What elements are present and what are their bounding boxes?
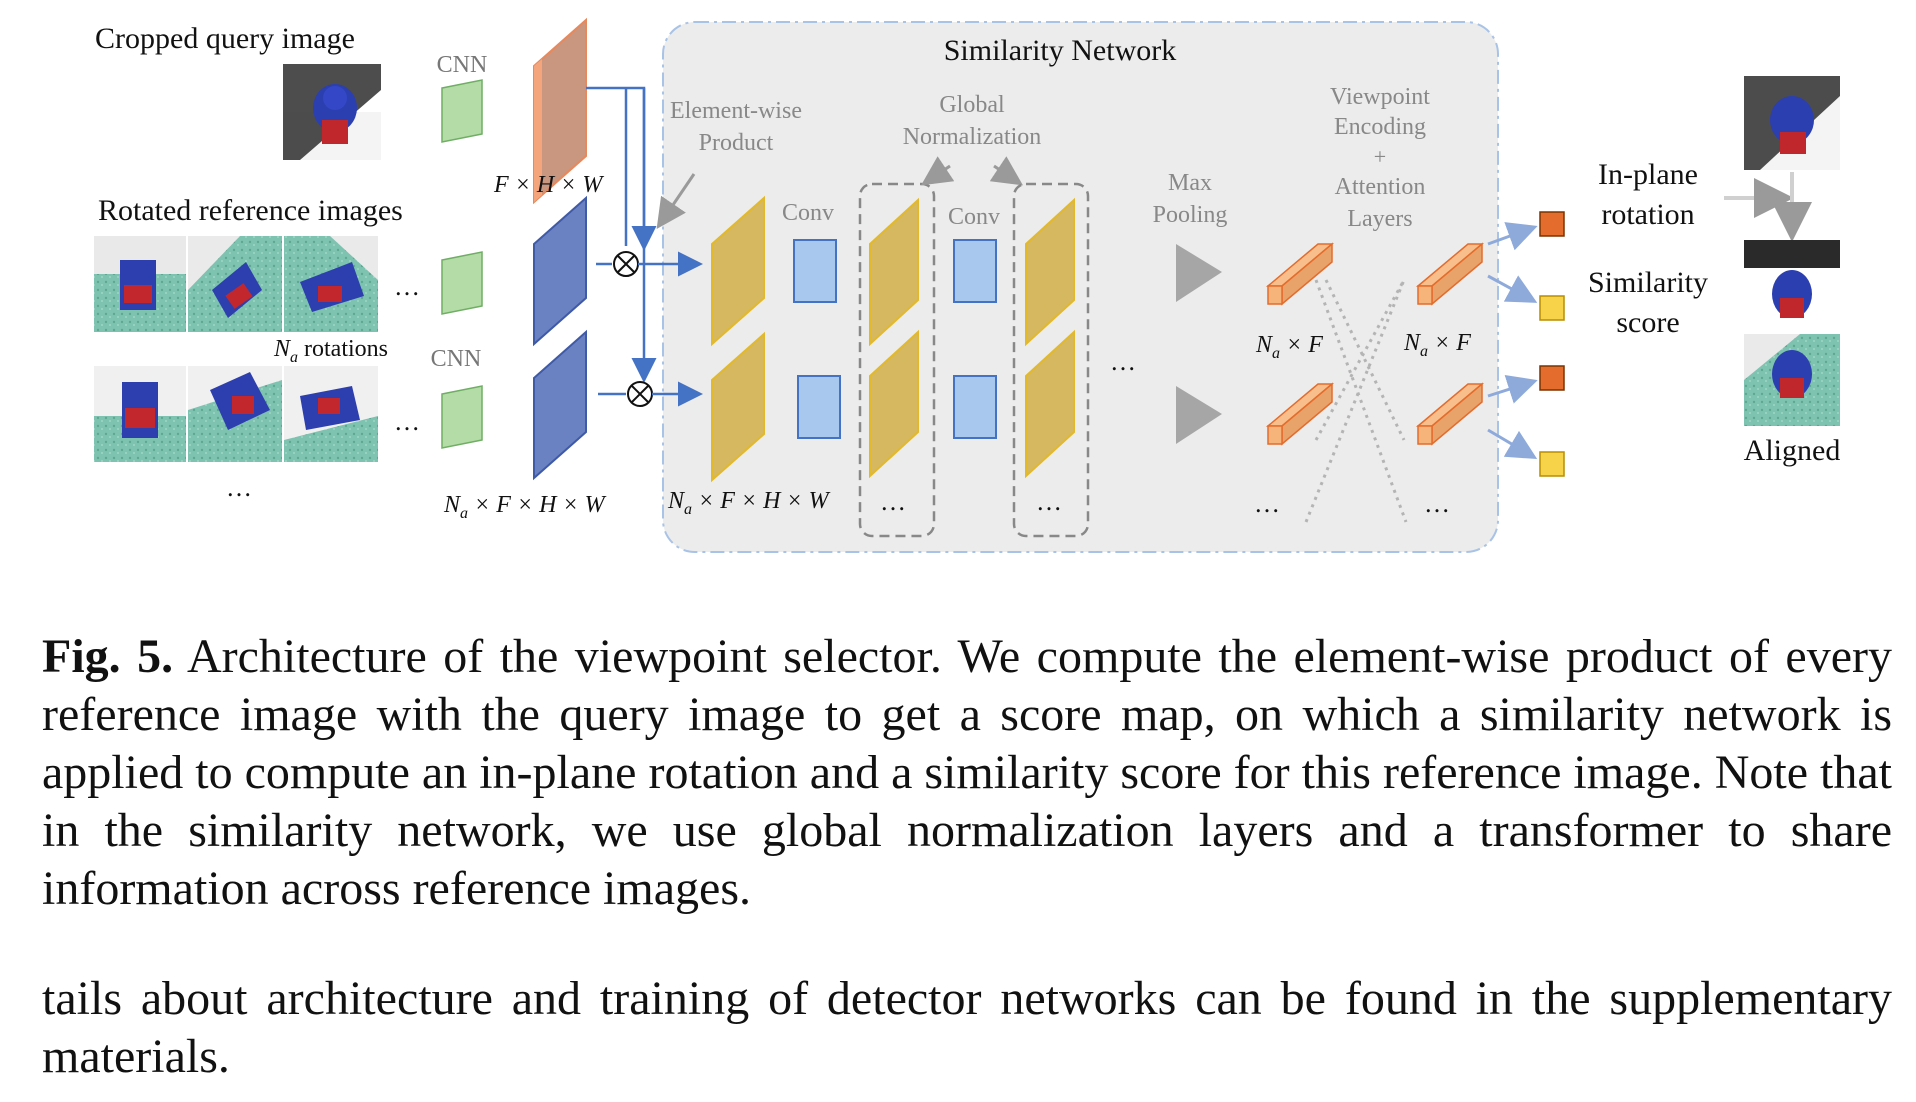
rotation-output-2 (1539, 365, 1565, 391)
output-arrow-2 (1487, 274, 1538, 303)
viewpoint-selector-diagram: Similarity Network Cropped query image C… (94, 17, 1841, 553)
figure-caption: Fig. 5. Architecture of the viewpoint se… (42, 628, 1892, 918)
reference-images-row2 (94, 366, 378, 462)
rotation-output-1 (1539, 211, 1565, 237)
ellipsis-vec-1: … (1254, 489, 1280, 518)
query-image-right (1744, 76, 1840, 170)
similarity-network-title: Similarity Network (944, 34, 1176, 67)
output-arrow-3 (1487, 374, 1538, 404)
conv-block-1a (793, 239, 837, 303)
attention-connections (1304, 279, 1408, 523)
reference-feature-block-1 (533, 195, 587, 347)
product-op-1 (613, 251, 639, 277)
reference-feature-dim: Na × F × H × W (443, 492, 607, 522)
ellipsis-norm-1: … (880, 487, 906, 516)
elementwise-label-1: Element-wise (670, 98, 802, 124)
ellipsis-after-norm: … (1110, 347, 1136, 376)
conv-block-2b (953, 375, 997, 439)
globalnorm-arrow-right (989, 156, 1023, 186)
cnn-encoder-mid (441, 251, 483, 315)
n-rotations-label: Na rotations (273, 336, 388, 366)
globalnorm-label-1: Global (939, 92, 1005, 118)
query-feature-dim: F × H × W (493, 172, 604, 198)
simscore-label-2: score (1616, 306, 1679, 339)
ellipsis-norm-2: … (1036, 487, 1062, 516)
score-map-block-1 (711, 195, 765, 347)
norm-block-1b (869, 329, 919, 479)
rotated-reference-title: Rotated reference images (98, 194, 403, 227)
aligned-label: Aligned (1744, 434, 1841, 467)
attended-vector-1 (1415, 242, 1485, 306)
globalnorm-label-2: Normalization (903, 124, 1042, 150)
simscore-label-1: Similarity (1588, 266, 1708, 299)
body-paragraph: tails about architecture and training of… (42, 972, 1892, 1083)
elementwise-pointer (656, 173, 696, 229)
pooled-vector-1 (1265, 242, 1335, 306)
conv-block-2a (953, 239, 997, 303)
maxpool-label-2: Pooling (1153, 202, 1228, 228)
inplane-label-2: rotation (1601, 198, 1694, 231)
conv-label-1: Conv (782, 200, 834, 226)
maxpool-op-2 (1176, 386, 1222, 444)
query-feature-block (533, 17, 587, 205)
vp-label-1: Viewpoint (1330, 84, 1430, 110)
product-op-2 (627, 381, 653, 407)
conv-label-2: Conv (948, 204, 1000, 230)
pooled-vector-2 (1265, 382, 1335, 446)
cnn-label-top: CNN (437, 52, 488, 78)
query-image (283, 64, 381, 160)
conv-block-1b (797, 375, 841, 439)
na-f-label-1: Na × F (1255, 332, 1323, 362)
vp-label-3: + (1374, 144, 1386, 169)
inner-feature-dim: Na × F × H × W (667, 488, 831, 518)
query-broadcast-arrows (586, 86, 657, 396)
global-norm-group-1 (858, 182, 936, 538)
ellipsis-row3: … (226, 473, 252, 502)
cnn-label-bottom: CNN (431, 346, 482, 372)
na-f-label-2: Na × F (1403, 330, 1471, 360)
score-output-1 (1539, 295, 1565, 321)
cnn-encoder-bottom (441, 385, 483, 449)
elementwise-label-2: Product (699, 130, 774, 156)
caption-text: Architecture of the viewpoint selector. … (42, 630, 1893, 915)
aligned-query-image (1744, 240, 1840, 332)
reference-images-row1 (94, 236, 378, 332)
cnn-encoder-top (441, 79, 483, 143)
inplane-label-1: In-plane (1598, 158, 1698, 191)
vp-label-5: Layers (1347, 206, 1412, 232)
score-map-block-2 (711, 331, 765, 483)
ellipsis-row2: … (394, 407, 420, 436)
output-arrow-4 (1487, 428, 1538, 460)
output-arrow-1 (1487, 222, 1538, 251)
globalnorm-arrow-left (921, 156, 955, 186)
norm-block-1a (869, 197, 919, 347)
maxpool-op-1 (1176, 244, 1222, 302)
query-image-title: Cropped query image (95, 22, 355, 55)
vp-label-2: Encoding (1334, 114, 1426, 140)
aligned-reference-image (1744, 334, 1840, 426)
norm-block-2a (1025, 197, 1075, 347)
global-norm-group-2 (1012, 182, 1090, 538)
maxpool-label-1: Max (1168, 170, 1212, 196)
score-output-2 (1539, 451, 1565, 477)
ellipsis-vec-2: … (1424, 489, 1450, 518)
reference-feature-block-2 (533, 329, 587, 481)
vp-label-4: Attention (1335, 174, 1426, 200)
figure-label: Fig. 5. (42, 630, 174, 683)
norm-block-2b (1025, 329, 1075, 479)
ellipsis-row1: … (394, 272, 420, 301)
attended-vector-2 (1415, 382, 1485, 446)
